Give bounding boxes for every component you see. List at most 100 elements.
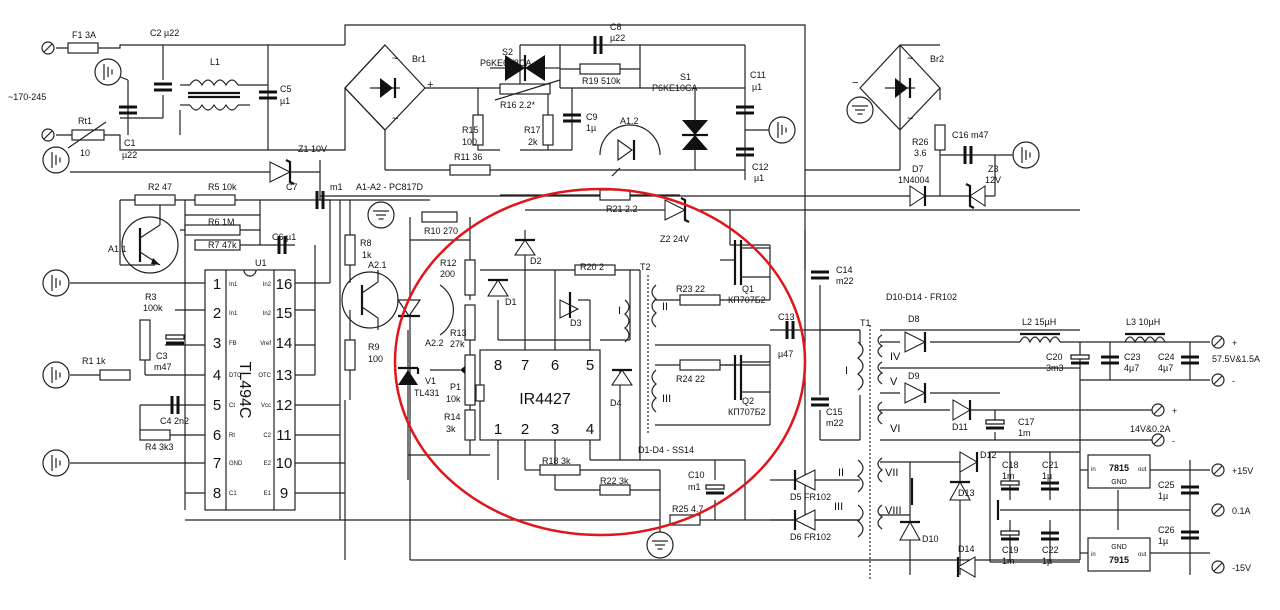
diode-icon (899, 520, 921, 541)
pin-number: 14 (276, 335, 293, 352)
component-label: 1N4004 (898, 175, 930, 185)
component-label: R21 2.2 (606, 204, 638, 214)
pin-number: 5 (213, 397, 221, 414)
terminal-icon (1151, 403, 1165, 417)
pin-number: 8 (213, 485, 221, 502)
regulator-part: 7815 (1109, 463, 1129, 473)
component-label: C25 (1158, 480, 1175, 490)
ground-icon (367, 201, 395, 229)
ground-icon (846, 96, 874, 124)
highlight-ellipse (393, 187, 807, 537)
capacitor-icon (809, 270, 831, 280)
component-label: 200 (440, 269, 455, 279)
terminal-polarity: + (1172, 406, 1177, 416)
component-label: 1µ (1158, 536, 1168, 546)
component-label: 1m (1002, 471, 1015, 481)
component-label: C8 (610, 22, 622, 32)
components (67, 34, 1201, 580)
component-label: D13 (958, 488, 975, 498)
component-label: µ1 (280, 96, 290, 106)
winding-labels: I II III I IV V VI VII VIII II III (618, 301, 902, 517)
component-label: Z1 10V (298, 144, 327, 154)
component-labels: F1 3A C2 µ22 L1 C5 µ1 ~170-245 Rt1 10 C1… (8, 22, 1260, 573)
component-label: TL431 (414, 388, 440, 398)
pin-number: 1 (213, 276, 221, 293)
component-label: R9 (368, 342, 380, 352)
schottky-diode-icon (514, 238, 536, 256)
winding-label: III (834, 501, 843, 513)
component-label: R14 (444, 412, 461, 422)
pin-label: GND (229, 461, 243, 467)
component-label: C12 (752, 162, 769, 172)
resistor-icon (574, 264, 616, 276)
resistor-icon (464, 259, 476, 296)
pin-label: Vref (260, 341, 271, 347)
schottky-diode-icon (559, 292, 590, 319)
ground-icon (42, 269, 70, 297)
component-label: 4µ7 (1124, 363, 1139, 373)
regulator-pin: GND (1111, 479, 1127, 486)
inductor-icon (1124, 332, 1166, 344)
ground-symbols (42, 58, 1040, 559)
component-label: R22 3k (600, 476, 629, 486)
resistor-icon (599, 484, 631, 496)
pin-number: 3 (551, 421, 559, 438)
resistor-icon (134, 194, 176, 206)
component-label: R13 (450, 328, 467, 338)
pin-number: 7 (521, 357, 529, 374)
capacitor-icon (999, 479, 1021, 491)
resistor-icon (344, 339, 356, 371)
component-label: C16 m47 (952, 130, 989, 140)
component-label: R24 22 (676, 374, 705, 384)
terminal-icon (41, 128, 55, 142)
pin-label: In1 (229, 282, 238, 288)
component-label: µ1 (752, 82, 762, 92)
component-label: m1 (688, 482, 701, 492)
pin-number: 8 (494, 357, 502, 374)
component-label: A1.1 (108, 244, 127, 254)
component-label: C18 (1002, 460, 1019, 470)
diode-icon (793, 469, 816, 491)
winding-label: II (838, 467, 844, 479)
ground-icon (1012, 141, 1040, 169)
component-label: C2 µ22 (150, 28, 179, 38)
resistor-icon (542, 114, 554, 146)
optocoupler-led-icon (599, 124, 661, 177)
ground-icon (42, 361, 70, 389)
pin-label: FB (229, 341, 237, 347)
transformer-icon (857, 325, 884, 580)
pin-number: 1 (494, 421, 502, 438)
resistor-icon (579, 63, 621, 75)
component-label: R7 47k (208, 240, 237, 250)
component-label: C15 (826, 407, 843, 417)
component-label: C22 (1042, 545, 1059, 555)
component-label: 1µ (1042, 556, 1052, 566)
winding-label: IV (890, 351, 901, 363)
regulator-7815 (1087, 454, 1151, 489)
ic-tl494c-right-pins: 9 10 11 12 13 14 15 16 E1 E2 C2 Vcc OTC … (258, 276, 292, 502)
component-label: V1 (425, 376, 436, 386)
schottky-diode-icon (611, 368, 633, 386)
regulator-part: 7915 (1109, 555, 1129, 565)
ground-icon (768, 116, 796, 144)
component-label: U1 (255, 258, 267, 268)
component-label: P6KE10CA (652, 83, 698, 93)
winding-label: V (890, 376, 898, 388)
component-label: C3 (156, 351, 168, 361)
component-label: D10-D14 - FR102 (886, 292, 957, 302)
bridge-mark: + (427, 79, 433, 91)
zener-diode-icon (965, 183, 986, 209)
choke-icon (180, 79, 268, 111)
resistor-icon (421, 211, 458, 223)
ic-ir4427: 8 7 6 5 1 2 3 4 IR4427 (475, 349, 601, 441)
component-label: C21 (1042, 460, 1059, 470)
component-label: S1 (680, 72, 691, 82)
diode-icon (959, 451, 979, 473)
resistor-icon (344, 234, 356, 266)
component-label: D8 (908, 314, 920, 324)
component-label: C6 µ1 (272, 232, 296, 242)
component-label: Br1 (412, 54, 426, 64)
winding-label: I (618, 305, 621, 317)
component-label: 2k (528, 137, 538, 147)
component-label: A2.1 (368, 260, 387, 270)
